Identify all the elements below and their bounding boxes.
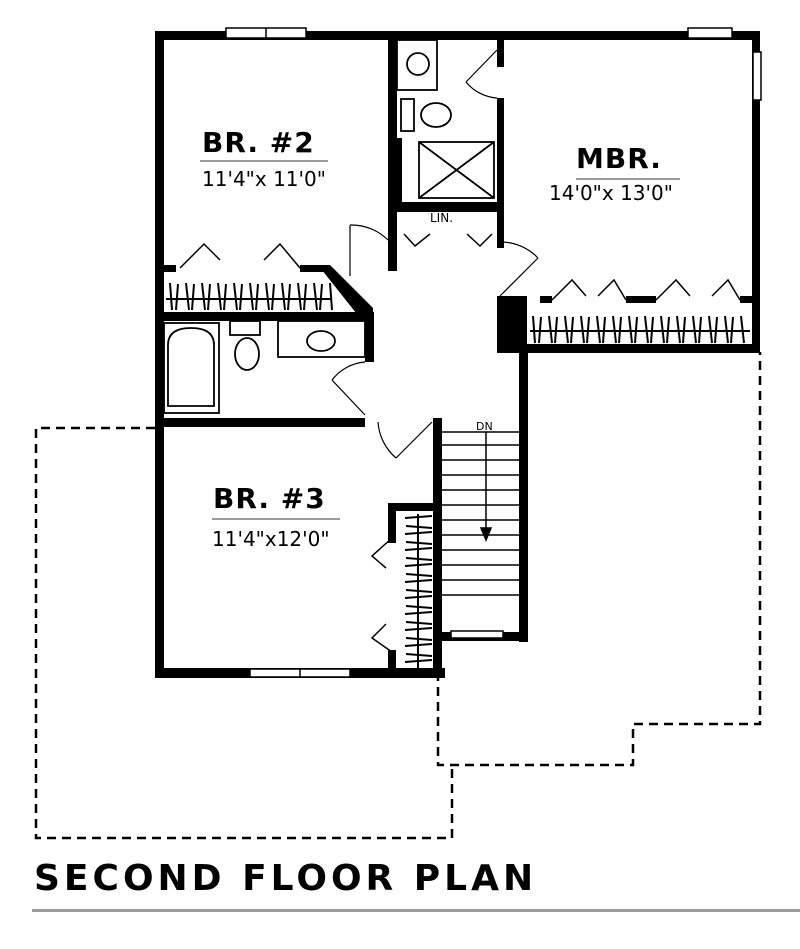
swing-doors bbox=[331, 49, 539, 459]
plan-title: SECOND FLOOR PLAN bbox=[34, 858, 538, 899]
closet-hangers bbox=[166, 282, 750, 668]
upper-toilet-bowl bbox=[420, 102, 452, 128]
br2-name: BR. #2 bbox=[202, 126, 315, 159]
lower-toilet-bowl bbox=[234, 337, 260, 371]
mbr-name: MBR. bbox=[576, 142, 662, 175]
window-mbr-side bbox=[752, 51, 762, 101]
upper-toilet-tank bbox=[400, 98, 415, 132]
linen-closet-label: LIN. bbox=[430, 211, 453, 225]
bath-fixtures bbox=[163, 39, 495, 414]
stair-arrow-icon bbox=[479, 527, 493, 542]
stairs-direction-label: DN bbox=[476, 420, 493, 433]
staircase bbox=[442, 431, 520, 596]
shower bbox=[418, 141, 495, 199]
lower-toilet-tank bbox=[229, 320, 261, 336]
upper-sink bbox=[406, 52, 430, 76]
title-underline bbox=[32, 909, 800, 912]
window-stair bbox=[450, 630, 504, 639]
interior-walls bbox=[155, 31, 752, 675]
lower-floor-outline bbox=[34, 352, 762, 840]
windows bbox=[225, 27, 762, 678]
br3-dimensions: 11'4"x12'0" bbox=[212, 527, 330, 551]
lower-vanity bbox=[277, 320, 366, 358]
mbr-dimensions: 14'0"x 13'0" bbox=[549, 181, 673, 205]
bifold-doors bbox=[179, 233, 741, 653]
upper-vanity bbox=[396, 39, 438, 91]
window-mbr-top bbox=[687, 27, 733, 39]
lower-sink bbox=[306, 330, 336, 352]
br2-dimensions: 11'4"x 11'0" bbox=[202, 167, 326, 191]
br3-name: BR. #3 bbox=[213, 482, 326, 515]
bathtub bbox=[167, 327, 215, 407]
